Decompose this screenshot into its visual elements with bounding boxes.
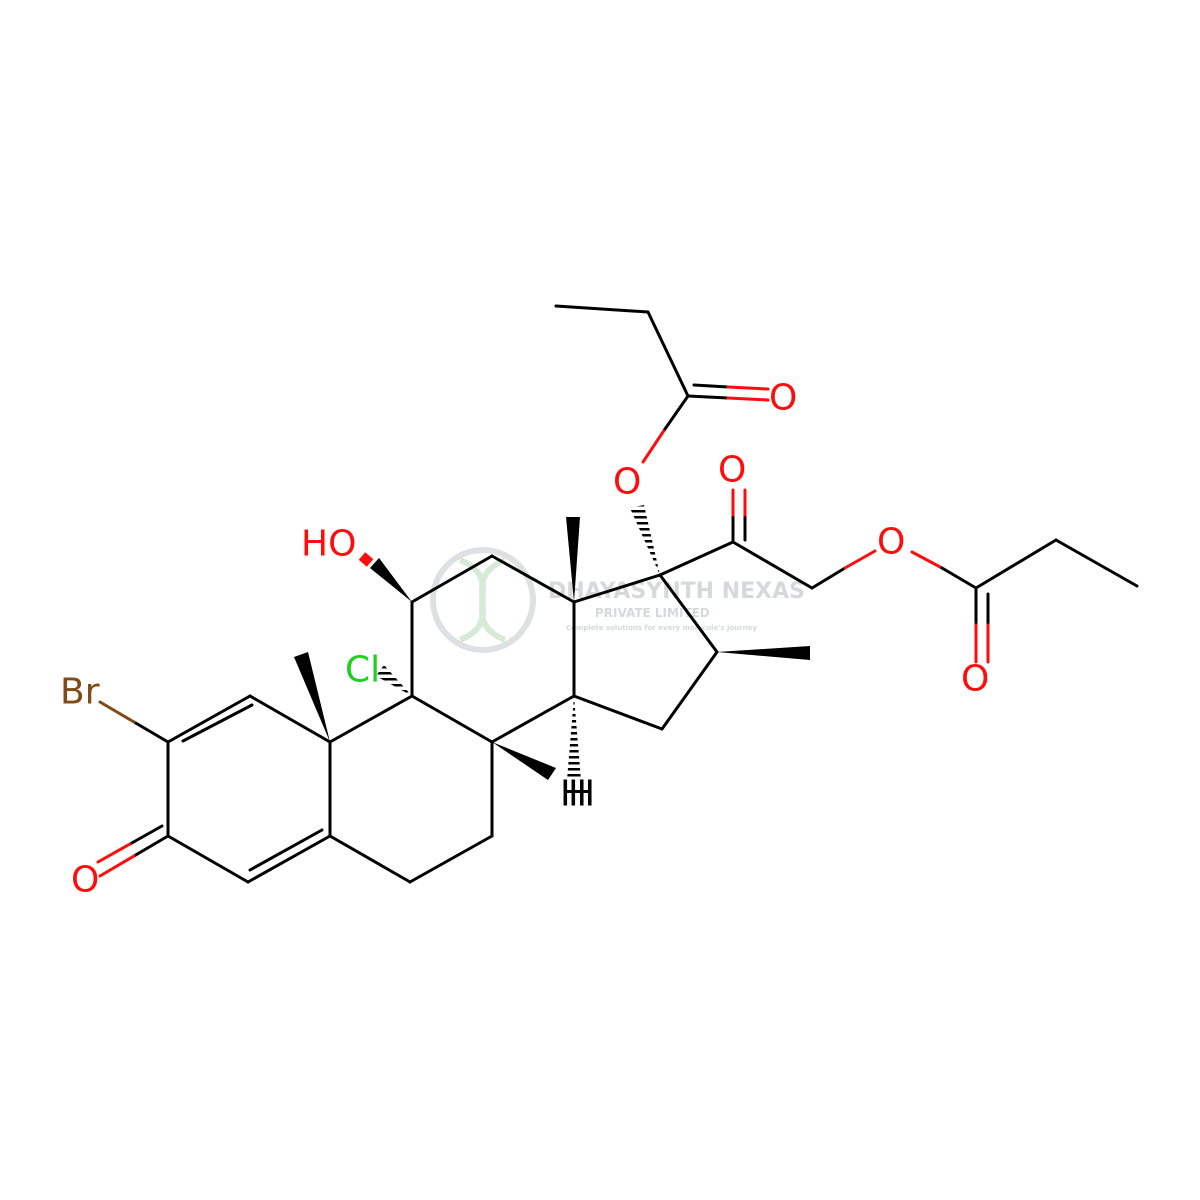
watermark-subtitle: PRIVATE LIMITED	[595, 606, 710, 620]
atom-h-c8: H	[568, 774, 595, 815]
atom-h-c14: H	[560, 774, 587, 815]
atom-cl: Cl	[345, 650, 380, 691]
hash-c17-o	[630, 505, 660, 575]
atom-o-ketone-3: O	[71, 860, 99, 901]
hash-c9-cl	[376, 665, 412, 696]
atom-o-ester-21: O	[877, 522, 905, 563]
atom-o-ketone-20: O	[718, 450, 746, 491]
watermark-tagline: Complete solutions for every molecule's …	[566, 624, 757, 632]
watermark-company: DHAYASYNTH NEXAS	[548, 579, 805, 604]
wedge-c8-h	[492, 742, 556, 780]
hashed-bonds	[376, 505, 660, 780]
watermark: DHAYASYNTH NEXAS PRIVATE LIMITED Complet…	[430, 547, 805, 653]
wedge-c16-methyl	[717, 646, 810, 660]
atom-o-ester-17: O	[613, 462, 641, 503]
atom-ho: HO	[301, 524, 356, 565]
wedge-c10-methyl	[294, 652, 330, 742]
atom-labels: Br Cl HO O O O O O O H H	[60, 378, 989, 901]
wedge-c11-oh	[370, 558, 412, 602]
hash-c14-h	[567, 696, 581, 780]
bonds	[96, 304, 1139, 884]
wedge-bonds	[294, 517, 810, 780]
wedge-c13-methyl	[566, 517, 580, 602]
atom-o-carbonyl-right: O	[961, 659, 989, 700]
atom-br: Br	[60, 672, 100, 713]
atom-o-carbonyl-top: O	[769, 378, 797, 419]
watermark-logo-circle	[430, 547, 536, 653]
